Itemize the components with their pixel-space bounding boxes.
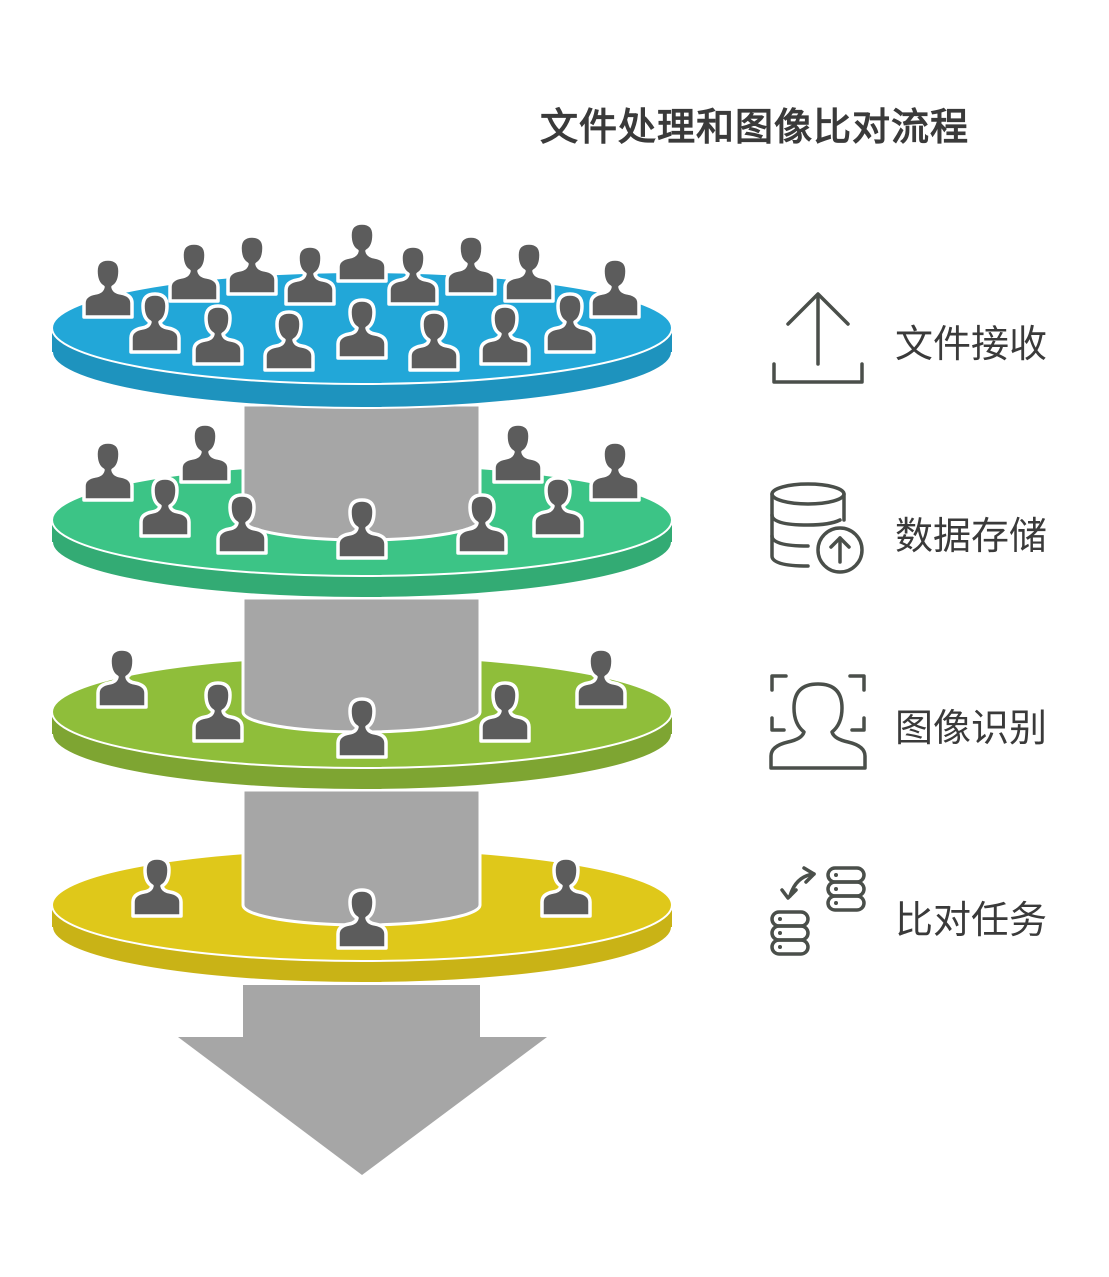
stage-label-3: 图像识别 bbox=[895, 706, 1048, 750]
stage-label-4: 比对任务 bbox=[895, 898, 1048, 942]
face-scan-icon bbox=[769, 674, 867, 770]
shaft-lower bbox=[178, 985, 547, 1175]
upload-icon bbox=[772, 292, 864, 384]
diagram-title: 文件处理和图像比对流程 bbox=[540, 105, 970, 149]
stage-label-2: 数据存储 bbox=[895, 514, 1048, 558]
database-compare-icon bbox=[770, 866, 866, 956]
database-upload-icon bbox=[770, 482, 864, 574]
down-arrow bbox=[178, 1037, 547, 1175]
stage-label-1: 文件接收 bbox=[895, 322, 1048, 366]
